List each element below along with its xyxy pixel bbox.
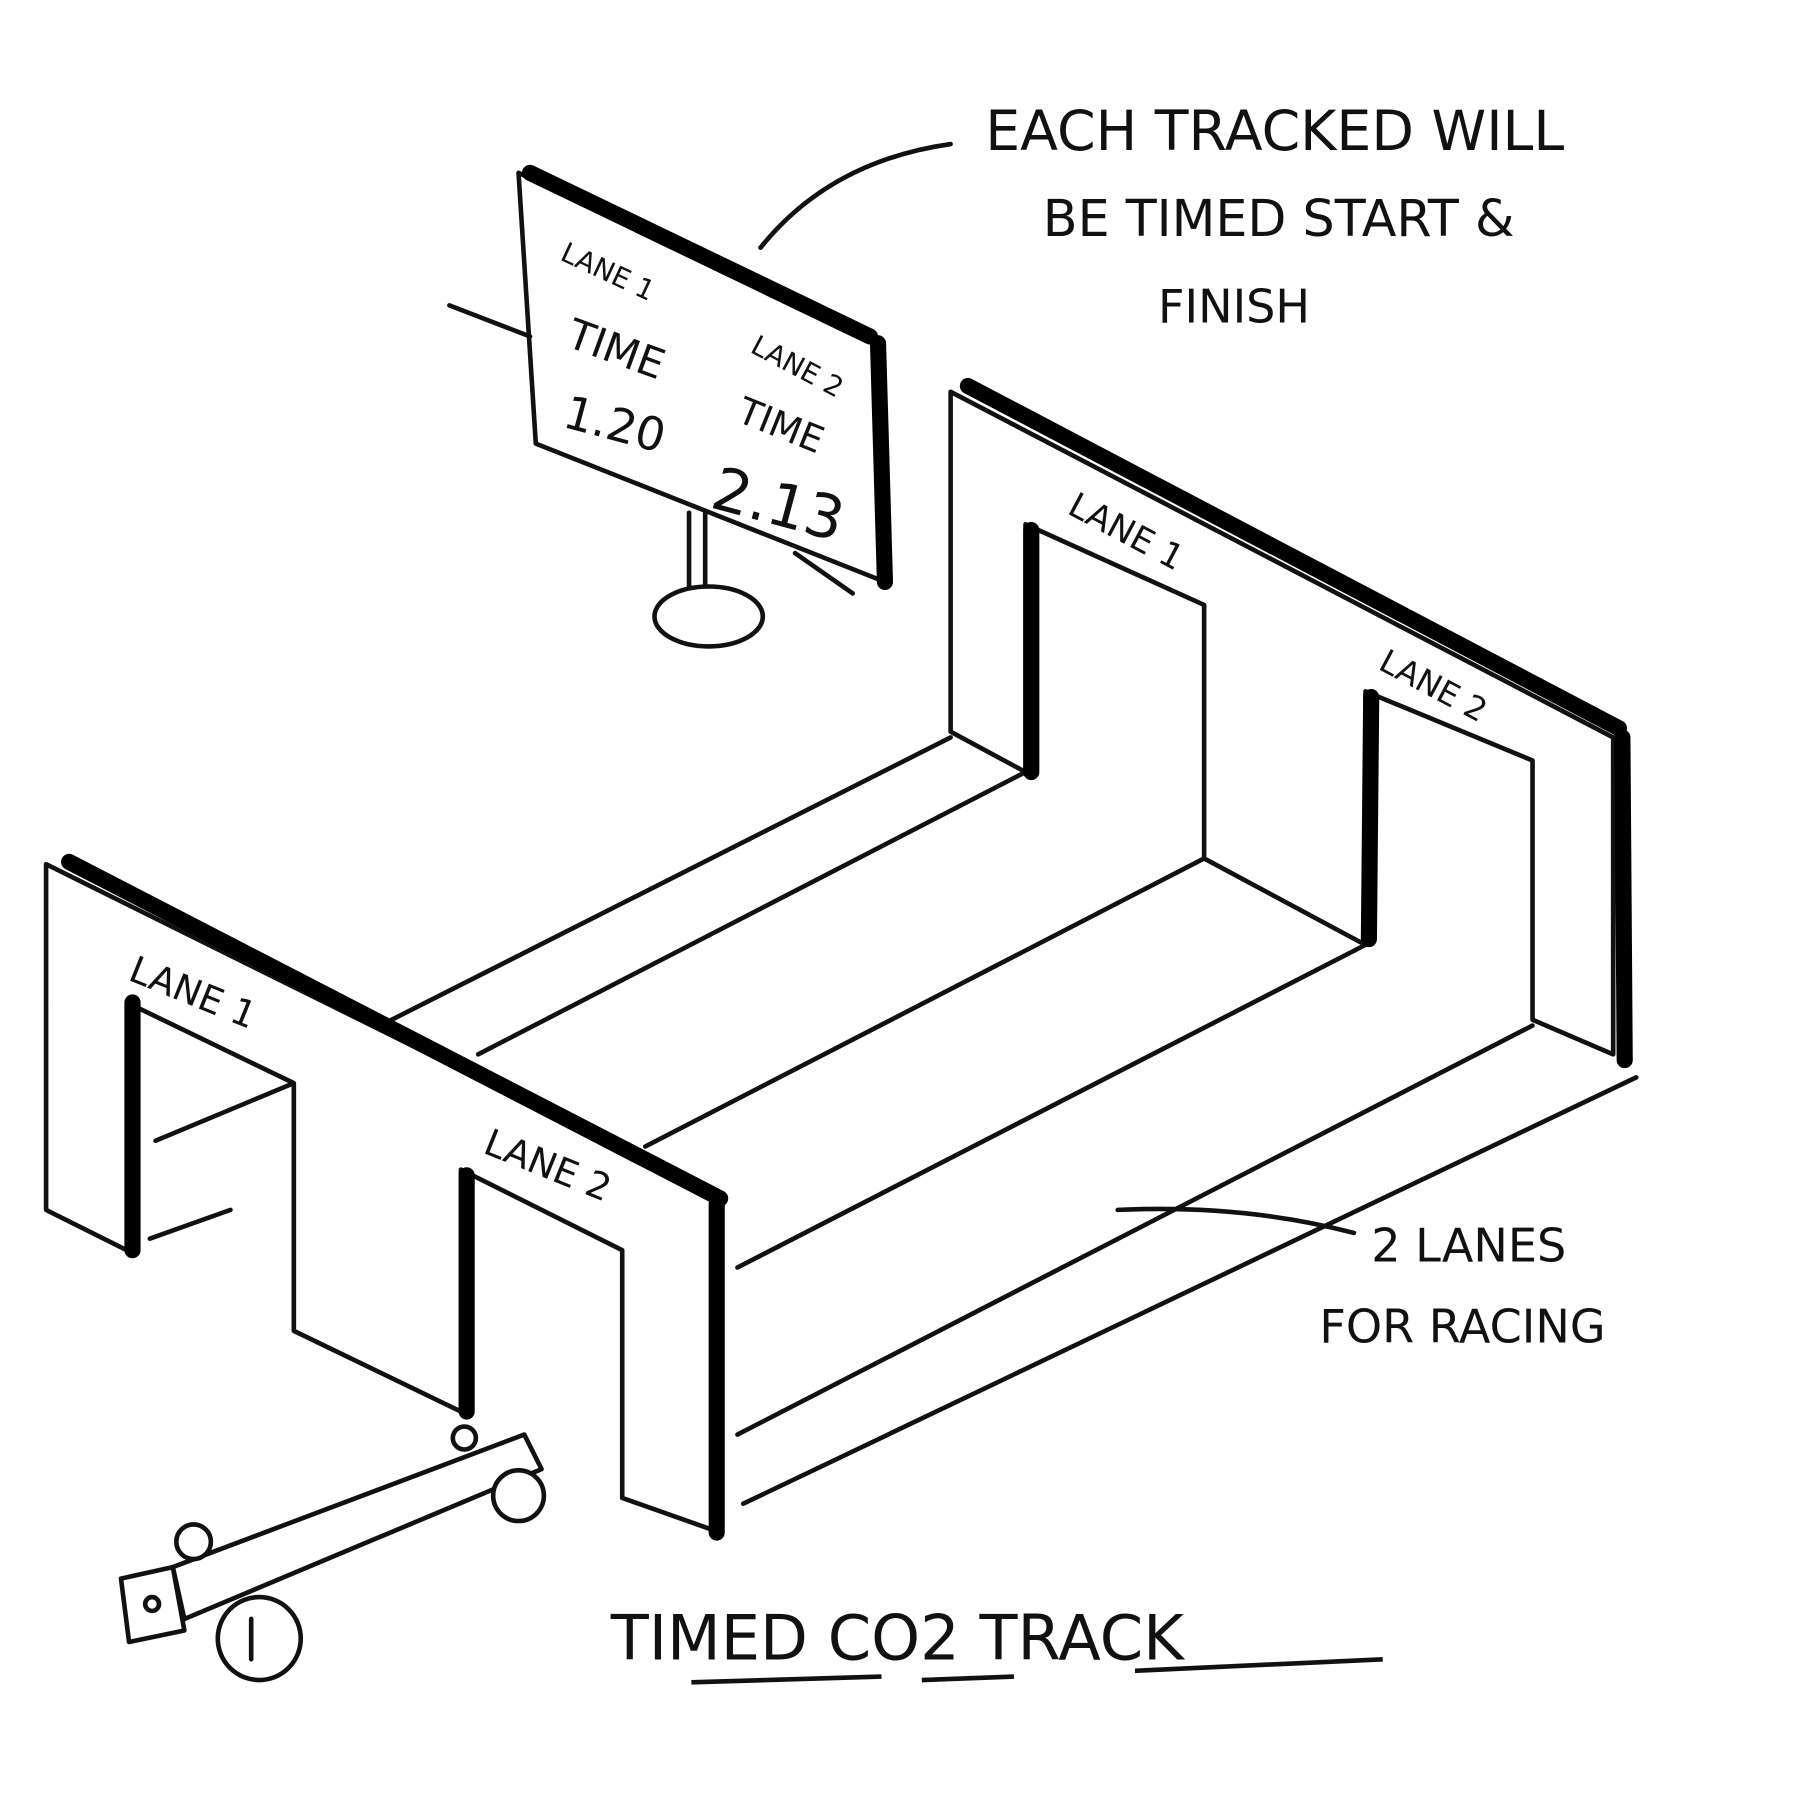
lanes-note-line2: FOR RACING <box>1319 1299 1605 1353</box>
scoreboard-lane1-label: LANE 1 <box>556 236 660 308</box>
lanes-annotation: 2 LANES FOR RACING <box>1115 1206 1606 1353</box>
scoreboard-lane2-time-label: TIME <box>731 389 830 462</box>
scoreboard: LANE 1 TIME 1.20 LANE 2 TIME 2.13 <box>447 164 894 649</box>
lanes-note-line1: 2 LANES <box>1371 1219 1566 1273</box>
finish-gate: LANE 1 LANE 2 <box>948 377 1633 1069</box>
scoreboard-lane1-time-label: TIME <box>560 309 671 389</box>
co2-car <box>118 1424 547 1683</box>
scoreboard-base <box>652 584 766 649</box>
timing-note-line3: FINISH <box>1158 280 1310 334</box>
timing-annotation: EACH TRACKED WILL BE TIMED START & FINIS… <box>758 100 1564 334</box>
track-lanes <box>147 735 1639 1507</box>
timing-note-line2: BE TIMED START & <box>1043 189 1515 248</box>
timing-note-line1: EACH TRACKED WILL <box>985 100 1564 164</box>
title-text: TIMED CO2 TRACK <box>610 1601 1186 1674</box>
sketch-title: TIMED CO2 TRACK <box>610 1601 1383 1685</box>
start-gate: LANE 1 LANE 2 <box>43 853 729 1541</box>
scoreboard-lane1-time: 1.20 <box>558 385 671 464</box>
scoreboard-lane2-time: 2.13 <box>705 454 852 556</box>
scoreboard-lane2-label: LANE 2 <box>746 328 849 404</box>
